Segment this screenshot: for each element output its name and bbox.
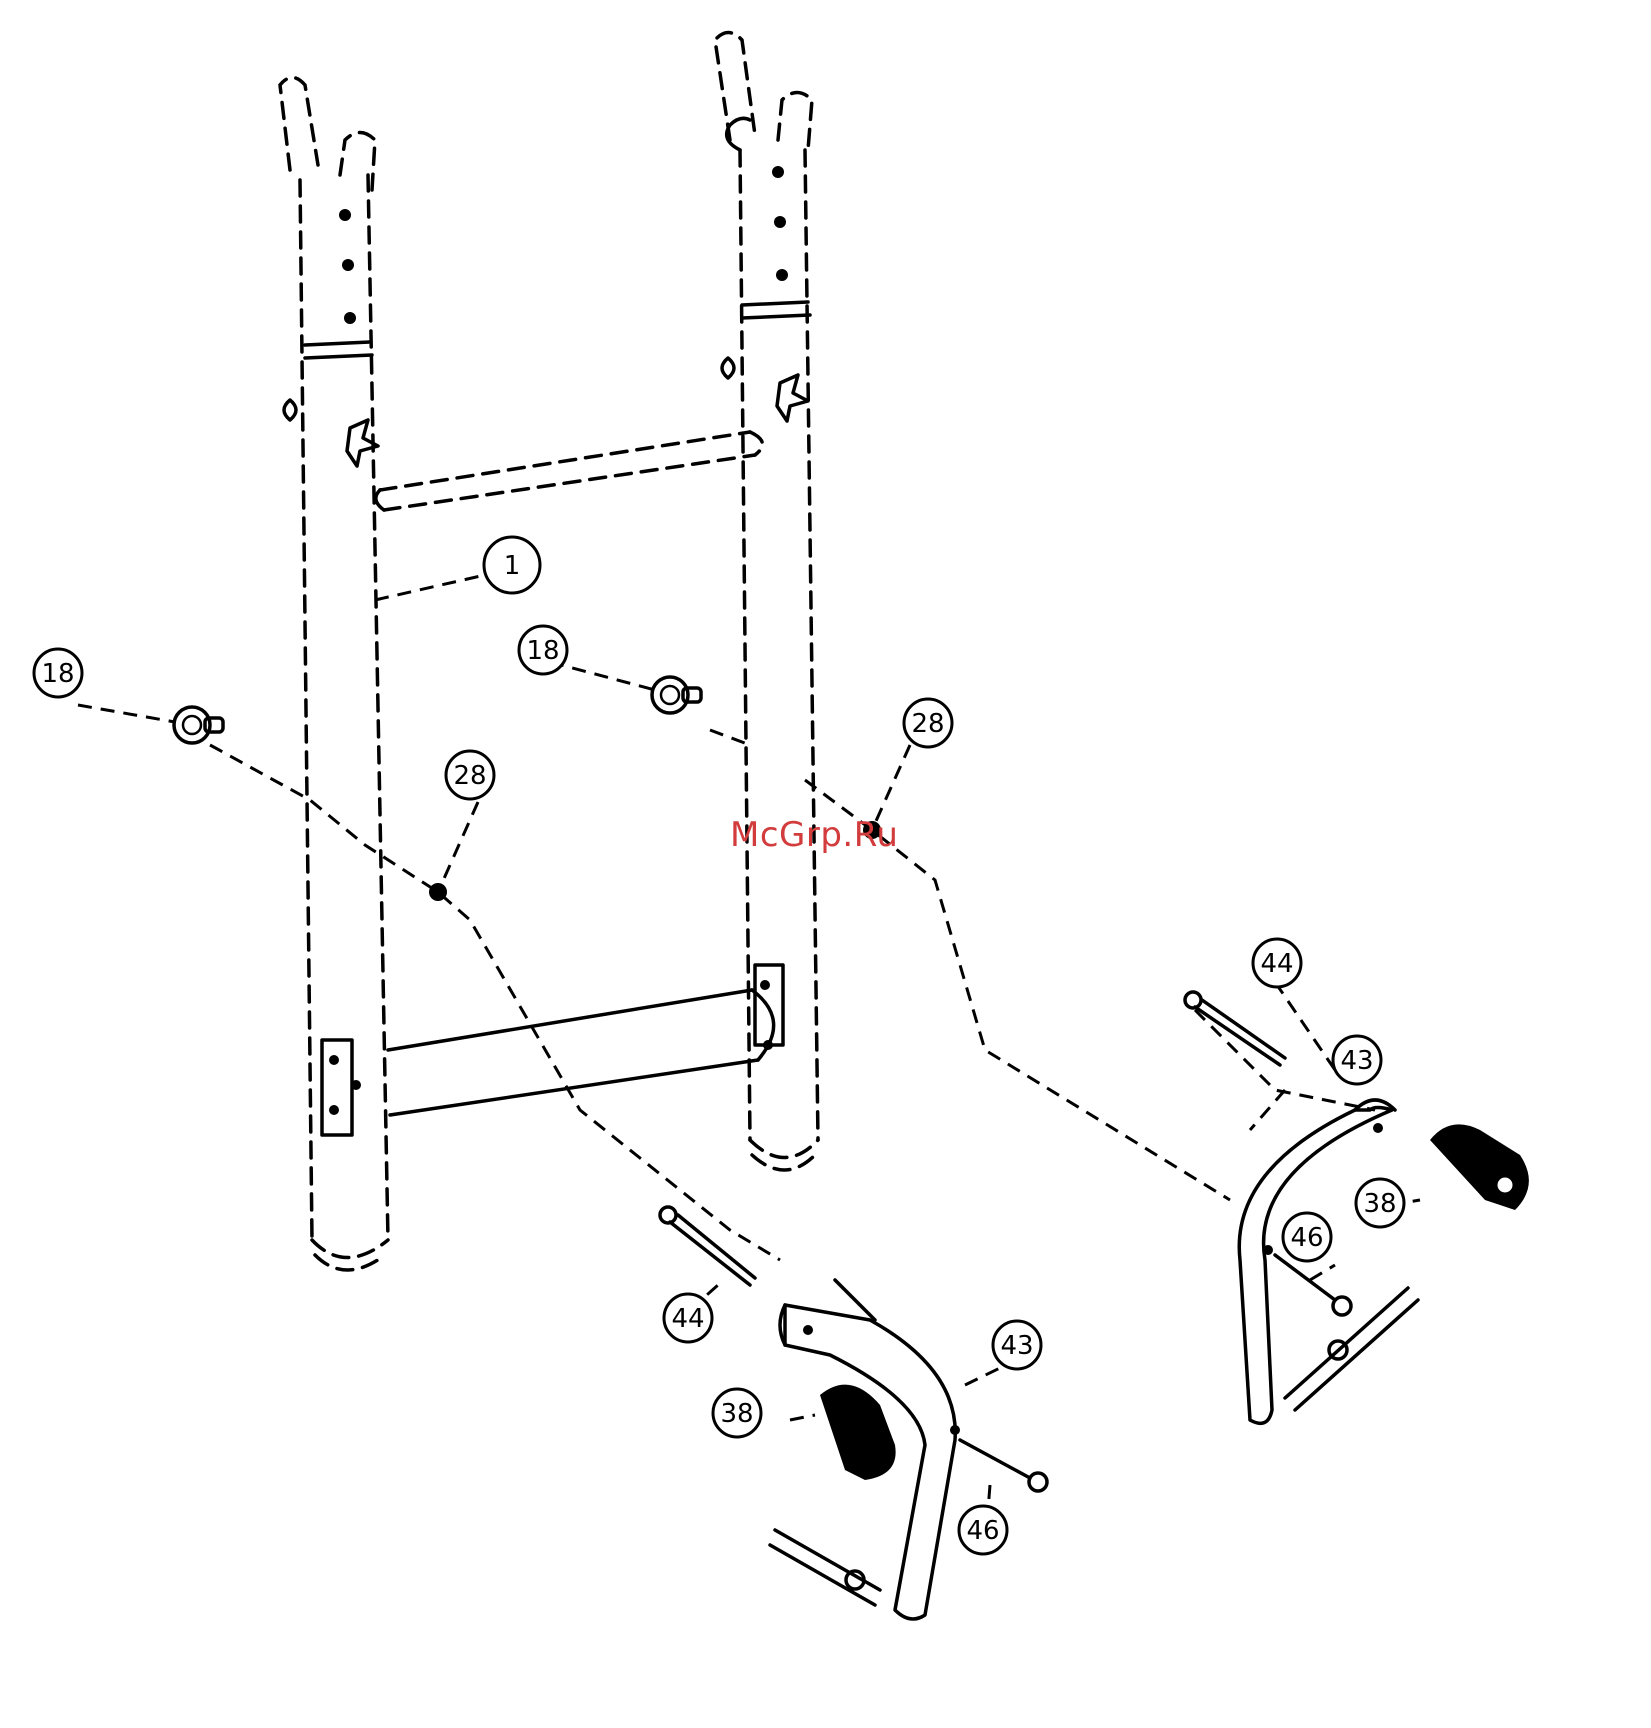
callout-43-right: 43 xyxy=(1333,1036,1381,1084)
svg-text:46: 46 xyxy=(966,1516,999,1546)
left-upright xyxy=(280,78,388,1271)
watermark-text: McGrp.Ru xyxy=(730,815,898,855)
svg-text:18: 18 xyxy=(526,636,559,666)
callout-46-left: 46 xyxy=(959,1506,1007,1554)
callout-38-right: 38 xyxy=(1356,1179,1404,1227)
callout-1: 1 xyxy=(484,537,540,593)
right-leg xyxy=(1239,1100,1418,1423)
knob-left xyxy=(174,707,223,743)
lower-crossbar xyxy=(322,965,783,1135)
right-upright xyxy=(715,33,818,1171)
left-bolt xyxy=(960,1440,1047,1491)
callout-44-left: 44 xyxy=(664,1294,712,1342)
svg-text:1: 1 xyxy=(504,551,521,581)
right-bolt xyxy=(1275,1255,1351,1315)
leader-lines xyxy=(78,662,1375,1260)
svg-text:38: 38 xyxy=(720,1399,753,1429)
left-roller xyxy=(820,1385,896,1480)
callout-43-left: 43 xyxy=(993,1321,1041,1369)
callout-18-right: 18 xyxy=(519,626,567,674)
callout-28-left: 28 xyxy=(446,751,494,799)
left-pin xyxy=(660,1207,755,1285)
callout-46-right: 46 xyxy=(1283,1213,1331,1261)
callout-38-left: 38 xyxy=(713,1389,761,1437)
svg-text:18: 18 xyxy=(41,659,74,689)
svg-text:46: 46 xyxy=(1290,1223,1323,1253)
knob-right xyxy=(652,677,701,713)
right-roller xyxy=(1430,1124,1529,1210)
svg-text:43: 43 xyxy=(1340,1046,1373,1076)
svg-text:28: 28 xyxy=(453,761,486,791)
svg-text:44: 44 xyxy=(1260,949,1293,979)
svg-text:43: 43 xyxy=(1000,1331,1033,1361)
svg-text:28: 28 xyxy=(911,709,944,739)
callout-28-right: 28 xyxy=(904,699,952,747)
svg-text:44: 44 xyxy=(671,1304,704,1334)
callout-18-left: 18 xyxy=(34,649,82,697)
svg-text:38: 38 xyxy=(1363,1189,1396,1219)
callout-44-right: 44 xyxy=(1253,939,1301,987)
top-crossbar xyxy=(376,432,763,510)
right-pin xyxy=(1185,992,1285,1065)
